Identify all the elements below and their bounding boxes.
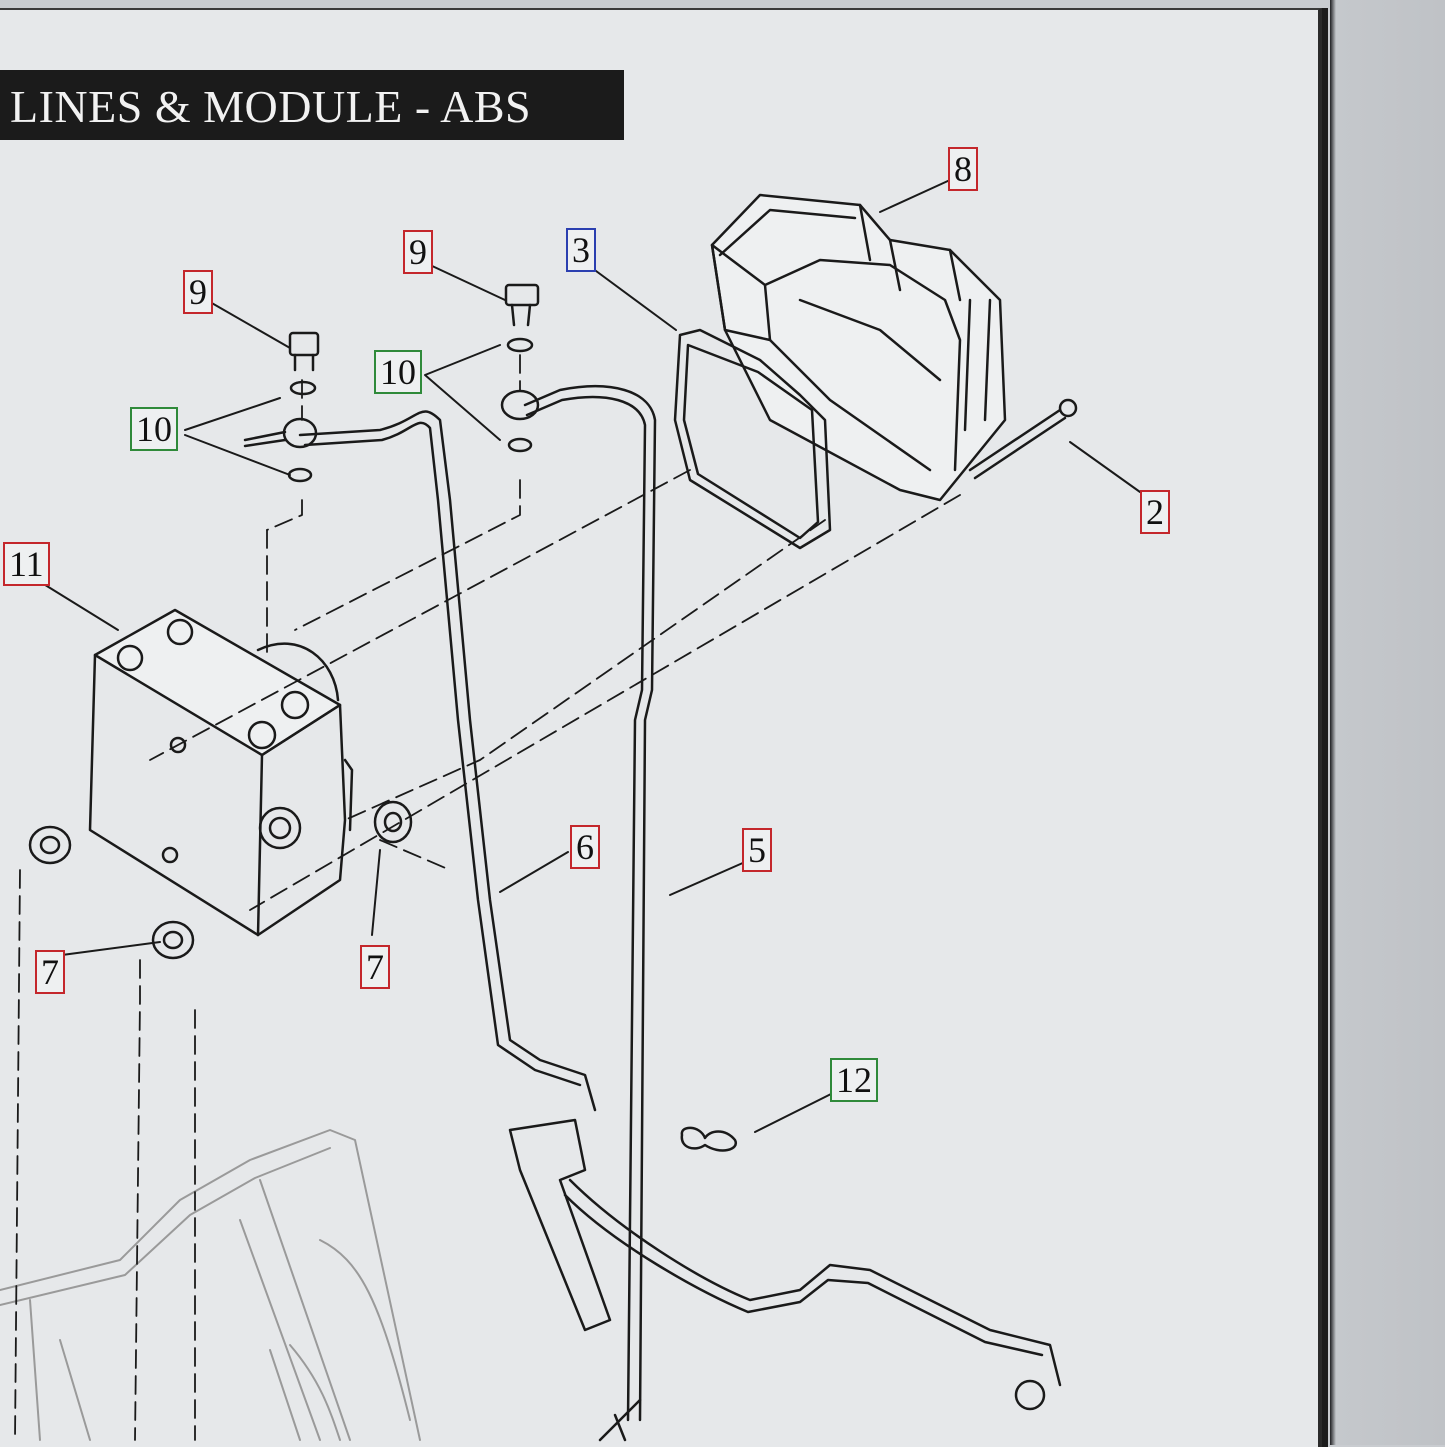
callout-banjo-bolt-right: 9 — [403, 230, 433, 274]
callout-grommet-left: 7 — [35, 950, 65, 994]
abs-module-illustration — [710, 193, 1007, 502]
callout-bolt: 2 — [1140, 490, 1170, 534]
callout-label: 8 — [954, 149, 972, 189]
frame-background-illustration — [0, 1129, 421, 1441]
brake-lines-illustration — [298, 385, 1062, 1442]
callout-brake-line-5: 5 — [742, 828, 772, 872]
callout-label: 6 — [576, 827, 594, 867]
callout-label: 9 — [189, 272, 207, 312]
callout-hydraulic-block: 11 — [3, 542, 50, 586]
gasket-illustration — [673, 328, 832, 550]
callout-label: 9 — [409, 232, 427, 272]
alignment-lines — [14, 354, 961, 1441]
monitor-bezel — [1330, 0, 1445, 1445]
callout-label: 5 — [748, 830, 766, 870]
diagram-title: LINES & MODULE - ABS — [10, 81, 532, 132]
title-banner: LINES & MODULE - ABS — [0, 70, 624, 140]
grommets-illustration — [28, 800, 413, 960]
callout-washer-right: 10 — [374, 350, 422, 394]
leader-lines — [41, 179, 1141, 1133]
hydraulic-block-illustration — [88, 608, 354, 937]
callout-abs-module: 8 — [948, 147, 978, 191]
callout-label: 12 — [836, 1060, 872, 1100]
banjo-fittings-illustration — [243, 283, 540, 483]
callout-brake-line-6: 6 — [570, 825, 600, 869]
callout-washer-left: 10 — [130, 407, 178, 451]
callout-label: 2 — [1146, 492, 1164, 532]
callout-label: 10 — [136, 409, 172, 449]
clip-illustration — [680, 1126, 737, 1152]
callout-label: 10 — [380, 352, 416, 392]
callout-label: 11 — [9, 544, 44, 584]
callout-label: 7 — [366, 947, 384, 987]
callout-clip: 12 — [830, 1058, 878, 1102]
callout-label: 3 — [572, 230, 590, 270]
callout-gasket: 3 — [566, 228, 596, 272]
callout-label: 7 — [41, 952, 59, 992]
callout-grommet-right: 7 — [360, 945, 390, 989]
bolt-illustration — [968, 398, 1078, 480]
callout-banjo-bolt-left: 9 — [183, 270, 213, 314]
